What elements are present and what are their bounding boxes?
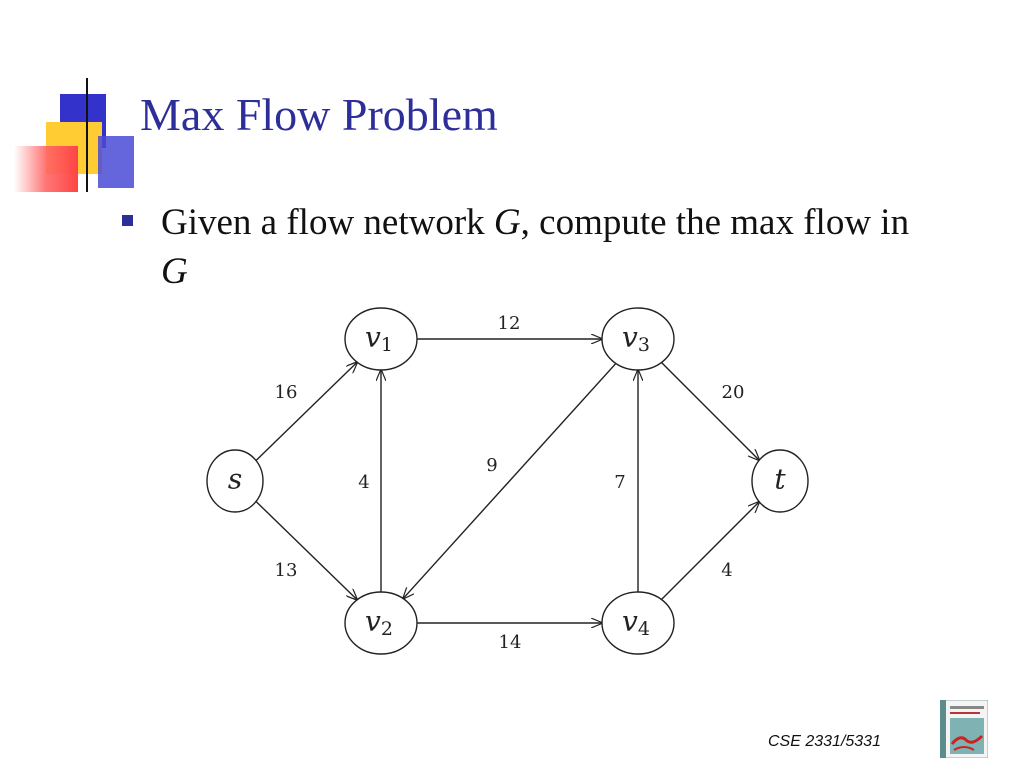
node-v1: v1: [344, 307, 418, 371]
edge-capacity-v3-t: 20: [722, 382, 745, 403]
edge-capacity-v1-v3: 12: [498, 313, 521, 334]
algorithms-book-cover-icon: [940, 700, 988, 758]
bullet-square-icon: [122, 215, 133, 226]
node-label-s: s: [228, 463, 242, 496]
edge-v4-t: [660, 502, 759, 601]
bullet-text: Given a flow network G, compute the max …: [161, 198, 1001, 296]
edge-v3-t: [660, 361, 759, 460]
node-v3: v3: [601, 307, 675, 371]
node-t: t: [751, 449, 809, 513]
node-v2: v2: [344, 591, 418, 655]
node-v4: v4: [601, 591, 675, 655]
bullet-var-g: G: [493, 202, 521, 243]
title-decoration: [14, 78, 1024, 192]
deco-red-fade: [14, 146, 78, 192]
edge-capacity-s-v1: 16: [275, 382, 298, 403]
node-label-t: t: [774, 463, 786, 496]
edge-capacity-v2-v1: 4: [358, 472, 369, 493]
bullet-text-middle: , compute the max flow in: [520, 202, 910, 243]
bullet-text-prefix: Given a flow network: [161, 202, 494, 243]
edge-v3-v2: [403, 362, 617, 598]
bullet-var-g-second: G: [161, 251, 188, 292]
node-s: s: [206, 449, 264, 513]
edge-capacity-v4-v3: 7: [614, 472, 625, 493]
edge-capacity-s-v2: 13: [275, 560, 298, 581]
slide-title: Max Flow Problem: [140, 89, 498, 140]
edge-capacity-v4-t: 4: [721, 560, 732, 581]
course-footer: CSE 2331/5331: [768, 733, 881, 750]
node-label-v1: v1: [365, 321, 393, 357]
edge-capacity-v2-v4: 14: [499, 632, 522, 653]
edge-capacity-v3-v2: 9: [486, 455, 497, 476]
edge-s-v1: [255, 362, 357, 462]
edge-s-v2: [255, 500, 357, 599]
